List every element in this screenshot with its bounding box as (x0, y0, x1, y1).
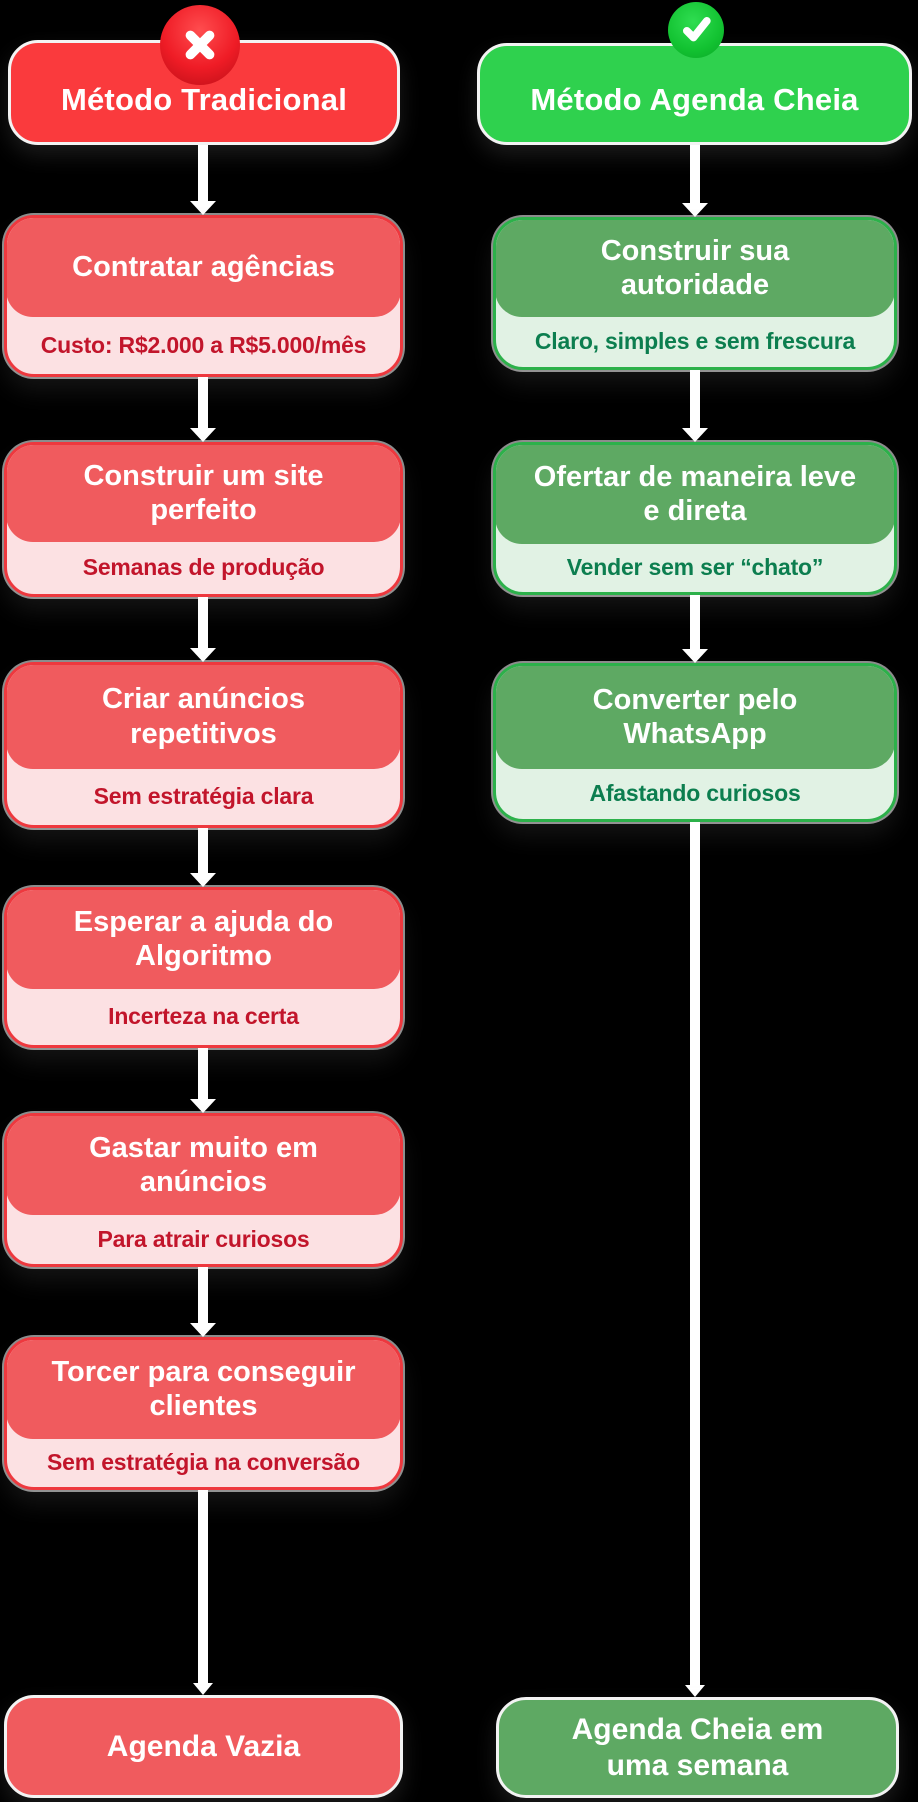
step-box-gastar-muito: Gastar muito em anúncios Para atrair cur… (4, 1113, 403, 1267)
step-title-panel: Construir sua autoridade (496, 220, 894, 317)
step-note: Custo: R$2.000 a R$5.000/mês (40, 331, 367, 358)
arrow-shaft (198, 145, 208, 201)
right-result-label: Agenda Cheia em uma semana (571, 1712, 824, 1782)
arrow-down (190, 145, 216, 215)
step-title: Contratar agências (72, 250, 335, 283)
step-title-panel: Converter pelo WhatsApp (496, 666, 894, 769)
connector-line (682, 822, 708, 1697)
step-title-panel: Construir um site perfeito (7, 445, 400, 542)
arrow-head (190, 648, 216, 662)
arrow-shaft (690, 145, 700, 203)
arrow-head (190, 873, 216, 887)
arrow-down (682, 370, 708, 442)
arrow-head (190, 1099, 216, 1113)
connector-line (190, 1490, 216, 1695)
step-box-construir-autoridade: Construir sua autoridade Claro, simples … (493, 217, 897, 370)
arrow-head (682, 203, 708, 217)
arrow-head (190, 1323, 216, 1337)
step-title-panel: Esperar a ajuda do Algoritmo (7, 890, 400, 989)
step-box-criar-anuncios: Criar anúncios repetitivos Sem estratégi… (4, 662, 403, 828)
arrow-down (190, 597, 216, 662)
right-header: Método Agenda Cheia (477, 43, 912, 145)
connector-shaft (198, 1490, 208, 1683)
arrow-down (190, 377, 216, 442)
arrow-shaft (690, 595, 700, 649)
arrow-down (190, 1267, 216, 1337)
step-title: Esperar a ajuda do Algoritmo (73, 905, 334, 972)
step-title-panel: Gastar muito em anúncios (7, 1116, 400, 1215)
left-result-box: Agenda Vazia (4, 1695, 403, 1798)
step-title: Construir um site perfeito (83, 459, 324, 526)
arrow-shaft (690, 370, 700, 428)
step-note: Claro, simples e sem frescura (534, 328, 856, 354)
arrow-shaft (198, 1048, 208, 1099)
arrow-shaft (198, 1267, 208, 1323)
right-header-label: Método Agenda Cheia (530, 82, 859, 117)
step-box-converter-whatsapp: Converter pelo WhatsApp Afastando curios… (493, 663, 897, 822)
arrow-shaft (198, 377, 208, 428)
step-title-panel: Ofertar de maneira leve e direta (496, 445, 894, 544)
step-title-panel: Torcer para conseguir clientes (7, 1340, 400, 1439)
step-box-esperar-algoritmo: Esperar a ajuda do Algoritmo Incerteza n… (4, 887, 403, 1048)
arrow-down (190, 828, 216, 887)
step-note: Sem estratégia clara (93, 783, 314, 809)
step-note: Sem estratégia na conversão (47, 1449, 360, 1475)
step-title: Criar anúncios repetitivos (101, 683, 306, 750)
step-note: Afastando curiosos (589, 780, 801, 806)
step-box-ofertar-leve: Ofertar de maneira leve e direta Vender … (493, 442, 897, 595)
step-box-contratar-agencias: Contratar agências Custo: R$2.000 a R$5.… (4, 215, 403, 377)
step-box-construir-site: Construir um site perfeito Semanas de pr… (4, 442, 403, 597)
step-box-torcer-clientes: Torcer para conseguir clientes Sem estra… (4, 1337, 403, 1490)
step-note: Para atrair curiosos (97, 1225, 310, 1252)
step-note: Semanas de produção (82, 554, 325, 580)
arrow-head (190, 428, 216, 442)
connector-head (685, 1685, 705, 1697)
arrow-shaft (198, 828, 208, 873)
arrow-shaft (198, 597, 208, 648)
arrow-head (682, 428, 708, 442)
step-title: Torcer para conseguir clientes (51, 1355, 356, 1422)
step-title: Gastar muito em anúncios (89, 1131, 318, 1198)
left-header-label: Método Tradicional (60, 81, 348, 117)
step-note: Vender sem ser “chato” (566, 554, 824, 580)
connector-head (193, 1683, 213, 1695)
connector-shaft (690, 822, 700, 1685)
arrow-down (682, 145, 708, 217)
step-title: Construir sua autoridade (600, 234, 790, 301)
step-title-panel: Contratar agências (7, 218, 400, 317)
left-result-label: Agenda Vazia (106, 1729, 301, 1763)
arrow-down (682, 595, 708, 663)
arrow-head (682, 649, 708, 663)
step-title: Converter pelo WhatsApp (592, 683, 798, 750)
step-title-panel: Criar anúncios repetitivos (7, 665, 400, 769)
x-circle-icon (160, 5, 240, 85)
step-note: Incerteza na certa (108, 1003, 299, 1029)
step-title: Ofertar de maneira leve e direta (533, 460, 857, 527)
arrow-head (190, 201, 216, 215)
check-circle-icon (668, 2, 724, 58)
right-result-box: Agenda Cheia em uma semana (496, 1697, 899, 1798)
arrow-down (190, 1048, 216, 1113)
